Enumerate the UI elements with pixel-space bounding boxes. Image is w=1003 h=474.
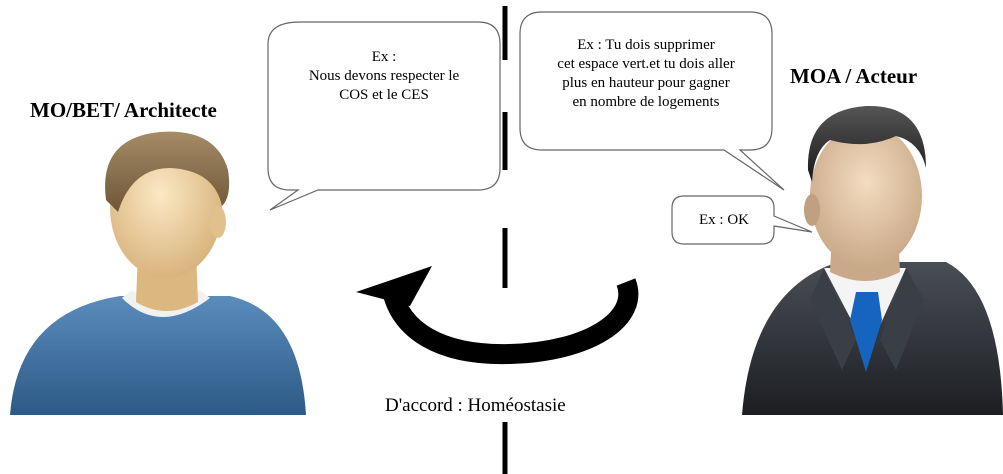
right-bubble-text: Ex : Tu dois supprimer cet espace vert.e… [522, 36, 770, 112]
curved-arrow [356, 266, 639, 365]
right-bubble-line: en nombre de logements [572, 94, 720, 110]
left-person-icon [10, 131, 306, 415]
diagram-caption: D'accord : Homéostasie [385, 395, 566, 416]
right-actor-label: MOA / Acteur [790, 64, 918, 88]
right-speech-bubble [519, 11, 785, 191]
left-actor-label: MO/BET/ Architecte [30, 98, 217, 122]
left-bubble-line: Nous devons respecter le [308, 68, 460, 84]
right-bubble-line: cet espace vert.et tu dois aller [557, 56, 735, 72]
right-bubble-line: plus en hauteur pour gagner [562, 75, 730, 91]
left-bubble-text: Ex : Nous devons respecter le COS et le … [272, 48, 496, 105]
right-person-icon [742, 105, 1003, 415]
left-bubble-line: COS et le CES [339, 87, 429, 103]
right-small-bubble-text: Ex : OK [699, 212, 749, 228]
right-small-speech-bubble [671, 195, 813, 245]
right-bubble-line: Ex : Tu dois supprimer [577, 37, 715, 53]
left-bubble-line: Ex : [371, 49, 397, 65]
left-speech-bubble [267, 21, 501, 211]
